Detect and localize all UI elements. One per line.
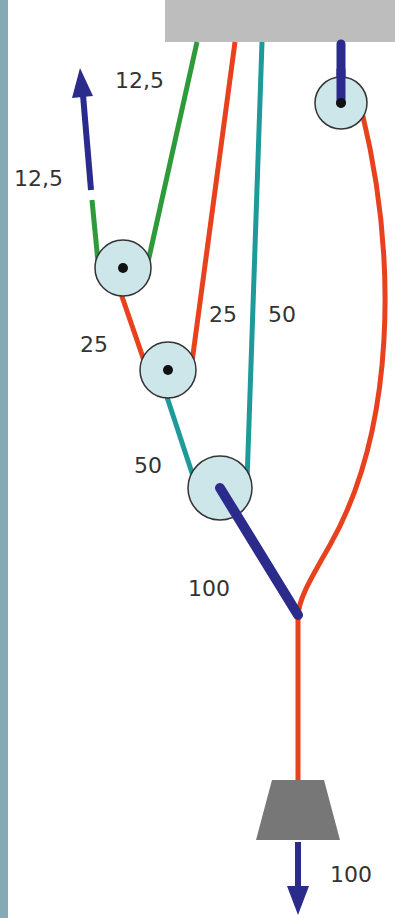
force-value: 50: [134, 455, 162, 477]
axle: [336, 98, 346, 108]
weight: [256, 780, 340, 840]
force-value: 100: [330, 864, 372, 886]
pull-arrow: [83, 95, 91, 190]
connecting-rod: [220, 488, 298, 615]
teal-rope: [163, 385, 195, 482]
red-rope: [298, 112, 385, 782]
pulley: [140, 342, 196, 398]
load-arrow: [295, 842, 301, 890]
pulley-hanger: [337, 44, 346, 103]
green-rope: [92, 200, 98, 262]
pulley: [95, 240, 151, 296]
force-value: 12,5: [115, 70, 164, 92]
teal-rope: [247, 42, 262, 482]
axle: [163, 365, 173, 375]
force-value: 100: [188, 578, 230, 600]
ceiling-beam: [165, 0, 395, 42]
force-value: 50: [268, 304, 296, 326]
arrow-head: [72, 68, 93, 98]
axle: [118, 263, 128, 273]
force-value: 12,5: [14, 168, 63, 190]
force-value: 25: [80, 334, 108, 356]
force-value: 25: [209, 304, 237, 326]
white-panel: [8, 0, 395, 918]
arrow-head: [287, 886, 309, 915]
